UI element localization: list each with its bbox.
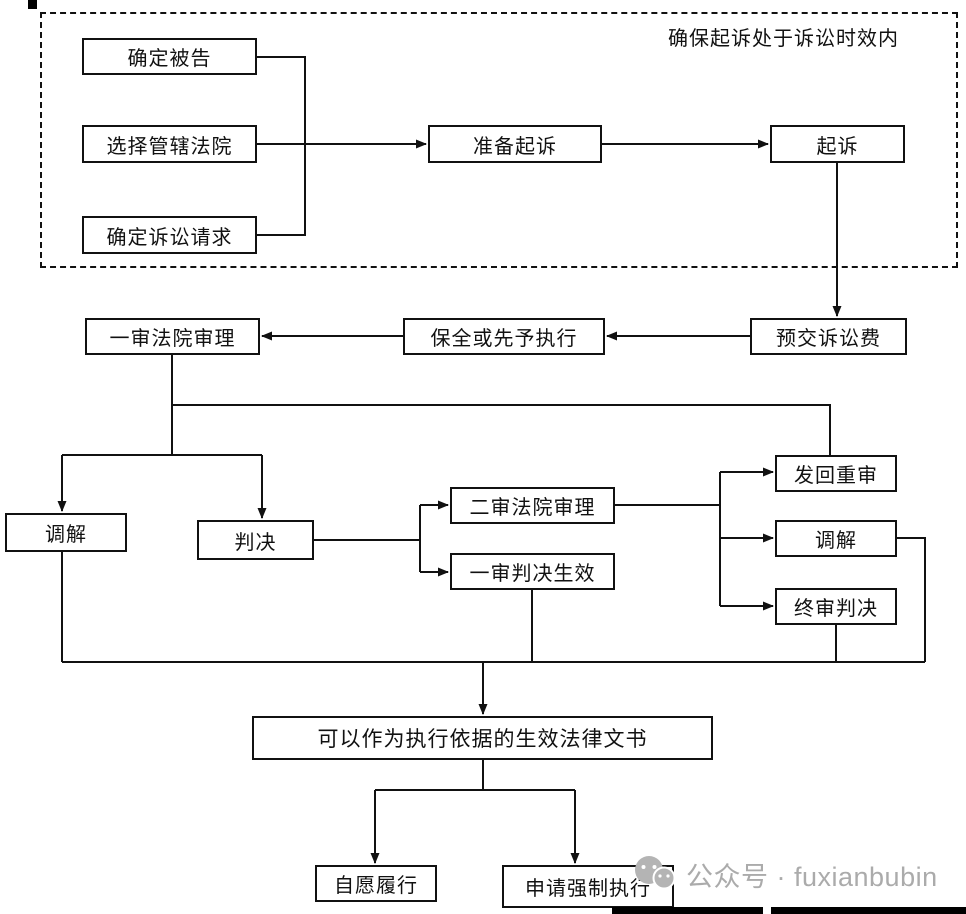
bottom-bar-left [612,907,763,914]
watermark: 公众号 · fuxianbubin [632,853,938,895]
bottom-bar-right [771,907,966,914]
node-mediation-right: 调解 [775,520,897,557]
node-voluntary-performance: 自愿履行 [315,865,437,902]
node-mediation-left: 调解 [5,513,127,552]
node-second-trial: 二审法院审理 [450,487,615,524]
wechat-official-account-icon [632,853,678,895]
node-choose-court: 选择管辖法院 [82,125,257,163]
node-effective-documents: 可以作为执行依据的生效法律文书 [252,716,713,760]
watermark-text: 公众号 · fuxianbubin [686,861,938,892]
node-determine-claims: 确定诉讼请求 [82,216,257,254]
node-final-judgment: 终审判决 [775,588,897,625]
node-file-lawsuit: 起诉 [770,125,905,163]
node-first-trial: 一审法院审理 [85,318,260,355]
node-judgment: 判决 [197,520,314,560]
corner-mark [28,0,37,9]
node-remand: 发回重审 [775,455,897,492]
node-prepare-lawsuit: 准备起诉 [428,125,602,163]
node-prepay-fee: 预交诉讼费 [750,318,907,355]
node-first-judgment-effective: 一审判决生效 [450,553,615,590]
node-determine-defendant: 确定被告 [82,38,257,75]
node-preservation: 保全或先予执行 [403,318,605,355]
statute-of-limitations-note: 确保起诉处于诉讼时效内 [668,28,899,50]
pre-filing-dashed-container [40,12,958,268]
